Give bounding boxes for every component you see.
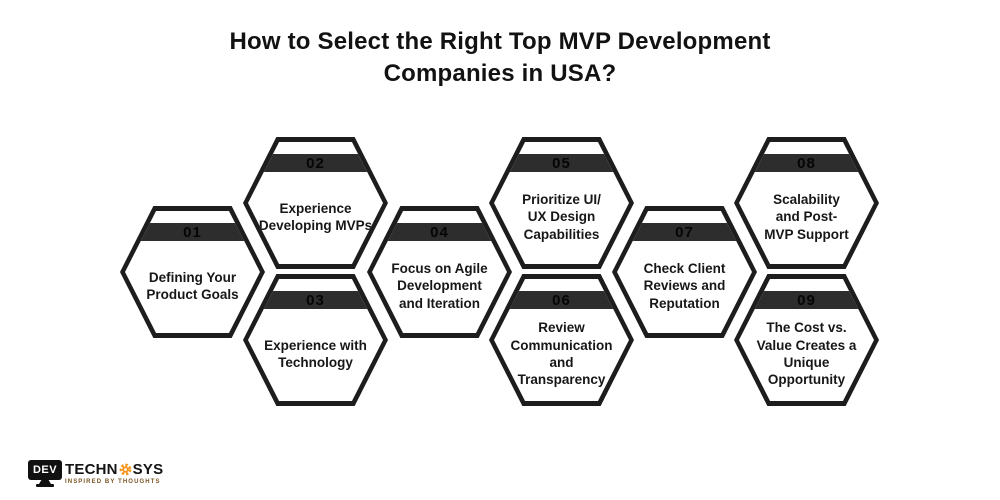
- step-hexagon-07: 07 Check Client Reviews and Reputation: [612, 206, 757, 338]
- step-label: Experience Developing MVPs: [258, 200, 373, 233]
- step-hexagon-03: 03 Experience with Technology: [243, 274, 388, 406]
- step-hexagon-01: 01 Defining Your Product Goals: [120, 206, 265, 338]
- logo: DEV TECHN SYS INSPIRED BY THOUGHTS: [28, 460, 163, 487]
- logo-dev-text: DEV: [32, 463, 58, 476]
- step-label: Check Client Reviews and Reputation: [643, 261, 726, 311]
- step-number: 08: [797, 154, 816, 172]
- step-label: Scalability and Post- MVP Support: [764, 192, 849, 242]
- step-number-band: 06: [494, 291, 629, 309]
- step-number: 07: [675, 223, 694, 241]
- step-number: 09: [797, 291, 816, 309]
- step-number-band: 08: [739, 154, 874, 172]
- step-hexagon-09: 09 The Cost vs. Value Creates a Unique O…: [734, 274, 879, 406]
- step-number: 06: [552, 291, 571, 309]
- step-number: 02: [306, 154, 325, 172]
- step-number-band: 01: [125, 223, 260, 241]
- step-number: 01: [183, 223, 202, 241]
- step-label: The Cost vs. Value Creates a Unique Oppo…: [756, 320, 857, 388]
- brand-text: TECHN SYS: [65, 462, 163, 477]
- brand-prefix: TECHN: [65, 461, 118, 478]
- page-title: How to Select the Right Top MVP Developm…: [229, 28, 771, 88]
- logo-tagline: INSPIRED BY THOUGHTS: [65, 479, 161, 485]
- step-label: Experience with Technology: [264, 337, 367, 370]
- gear-icon: [119, 463, 132, 476]
- step-number: 04: [430, 223, 449, 241]
- step-number: 05: [552, 154, 571, 172]
- step-number: 03: [306, 291, 325, 309]
- step-label: Review Communication and Transparency: [510, 320, 613, 388]
- step-hexagon-06: 06 Review Communication and Transparency: [489, 274, 634, 406]
- step-hexagon-04: 04 Focus on Agile Development and Iterat…: [367, 206, 512, 338]
- step-hexagon-08: 08 Scalability and Post- MVP Support: [734, 137, 879, 269]
- step-number-band: 02: [248, 154, 383, 172]
- step-hexagon-02: 02 Experience Developing MVPs: [243, 137, 388, 269]
- step-label: Defining Your Product Goals: [146, 269, 239, 302]
- step-number-band: 05: [494, 154, 629, 172]
- monitor-icon: DEV: [28, 460, 62, 487]
- step-number-band: 07: [617, 223, 752, 241]
- step-number-band: 03: [248, 291, 383, 309]
- step-label: Prioritize UI/ UX Design Capabilities: [522, 192, 601, 242]
- brand-suffix: SYS: [132, 461, 164, 478]
- step-number-band: 09: [739, 291, 874, 309]
- step-label: Focus on Agile Development and Iteration: [391, 261, 488, 311]
- step-hexagon-05: 05 Prioritize UI/ UX Design Capabilities: [489, 137, 634, 269]
- step-number-band: 04: [372, 223, 507, 241]
